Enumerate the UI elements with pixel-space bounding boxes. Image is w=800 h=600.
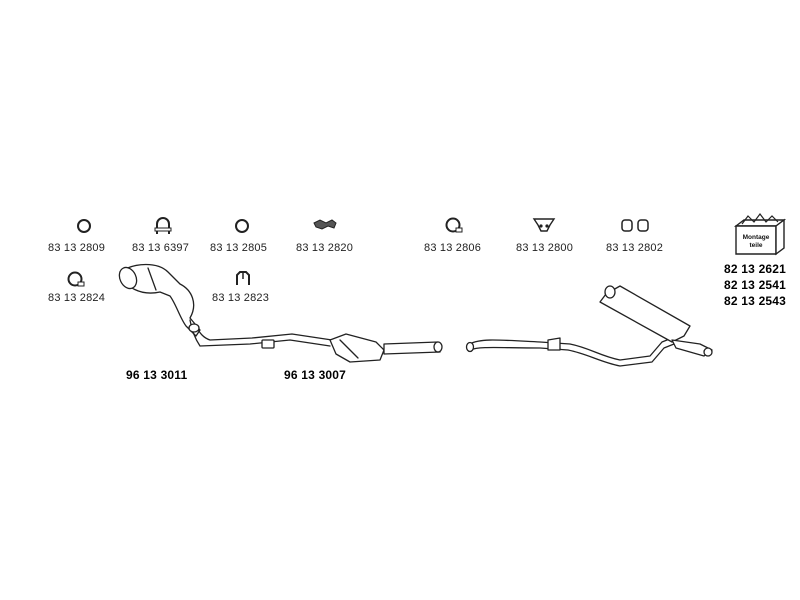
pipe-part-label: 96 13 3011 [126, 368, 188, 382]
kit-part-label: 82 13 2543 [724, 294, 787, 308]
double-ring-icon [621, 219, 649, 232]
part-label: 83 13 6397 [132, 242, 190, 254]
part-label: 83 13 2800 [516, 242, 574, 254]
part-label: 83 13 2805 [210, 242, 268, 254]
part-label: 83 13 2809 [48, 242, 106, 254]
kit-part-label: 82 13 2621 [724, 262, 787, 276]
flange-gasket-icon [313, 219, 337, 230]
front-catalyst-pipe-icon [118, 263, 333, 349]
bracket-clip-icon [236, 271, 250, 285]
ring-clamp-icon [235, 219, 249, 233]
rear-muffler-pipe-icon [465, 285, 713, 367]
band-clamp-icon [445, 217, 463, 233]
catalyst-converter-icon [329, 333, 443, 363]
pipe-part-label: 96 13 3007 [284, 368, 347, 382]
kit-part-label: 82 13 2541 [724, 278, 787, 292]
kit-box-text-line-2: teile [749, 242, 762, 249]
ring-clamp-icon [77, 219, 91, 233]
part-label: 83 13 2806 [424, 242, 482, 254]
band-clamp-icon [67, 271, 85, 287]
part-label: 83 13 2823 [212, 292, 270, 304]
part-label: 83 13 2824 [48, 292, 106, 304]
rubber-hanger-icon [532, 218, 556, 232]
mounting-kit-box-icon: Montage teile [733, 213, 787, 256]
kit-box-text-line-1: Montage [743, 234, 770, 241]
part-label: 83 13 2802 [606, 242, 664, 254]
part-label: 83 13 2820 [296, 242, 354, 254]
u-bolt-icon [154, 217, 172, 234]
